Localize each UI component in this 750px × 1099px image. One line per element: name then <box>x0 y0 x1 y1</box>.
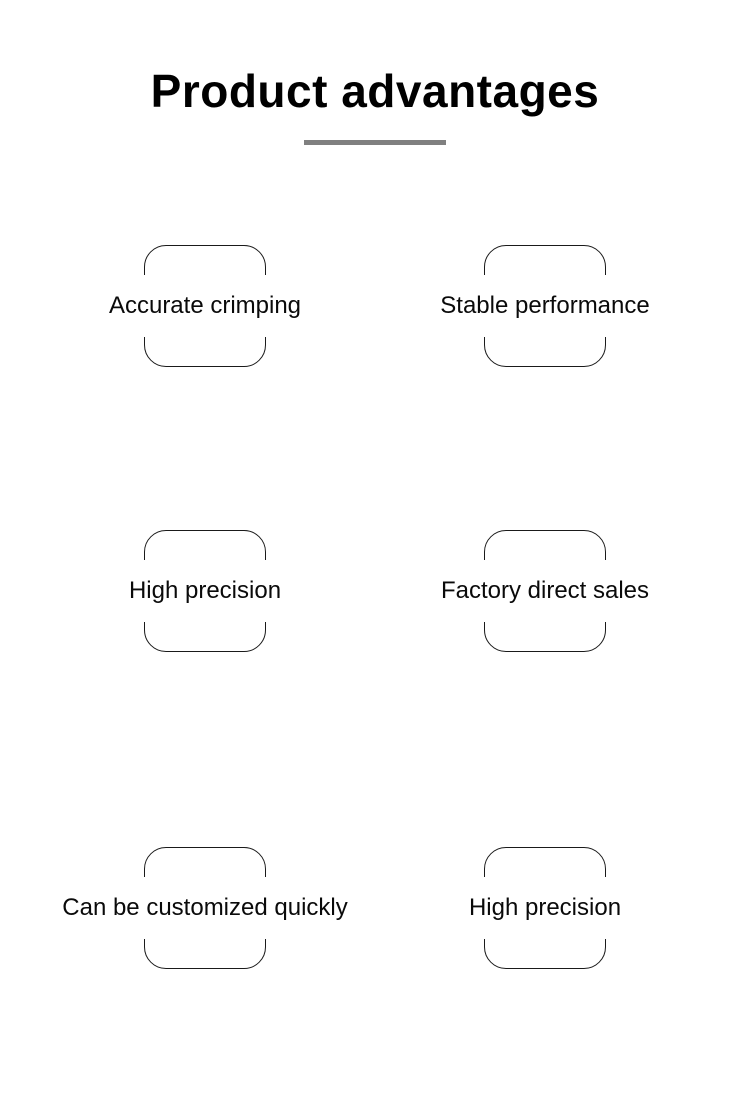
advantage-item: High precision <box>35 530 375 652</box>
advantage-label: Factory direct sales <box>433 560 657 622</box>
advantage-item: Can be customized quickly <box>35 847 375 969</box>
advantage-label: Accurate crimping <box>101 275 309 337</box>
title-underline <box>304 140 446 145</box>
advantage-label: Can be customized quickly <box>55 877 355 939</box>
advantage-item: Stable performance <box>375 245 715 367</box>
advantage-label: Stable performance <box>433 275 657 337</box>
advantage-label: High precision <box>461 877 629 939</box>
advantage-item: High precision <box>375 847 715 969</box>
page-title: Product advantages <box>150 65 600 117</box>
advantage-item: Accurate crimping <box>35 245 375 367</box>
advantage-item: Factory direct sales <box>375 530 715 652</box>
advantage-label: High precision <box>121 560 289 622</box>
